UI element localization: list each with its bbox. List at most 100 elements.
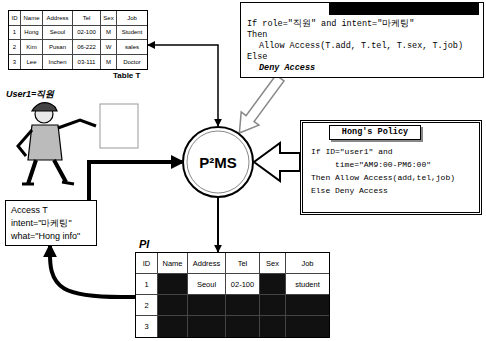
table-cell-text: student: [295, 280, 320, 289]
table-cell: Tel: [73, 11, 101, 26]
node-text: Table T: [113, 71, 140, 80]
table-cell: Hong: [21, 26, 43, 41]
user-hair: [32, 103, 57, 111]
user-feet: [22, 182, 74, 184]
table-cell-text: Kim: [26, 44, 36, 50]
table-cell: Tel: [226, 253, 260, 274]
table-cell: 1: [136, 274, 158, 295]
table-cell: sales: [117, 40, 147, 55]
node-text: Else Deny Access: [311, 184, 388, 197]
table-cell: 1: [9, 26, 21, 41]
table-cell: 02-100: [73, 26, 101, 41]
table-cell-text: Tel: [83, 15, 91, 21]
table-cell-text: Address: [193, 259, 221, 268]
user-legs: [28, 160, 66, 184]
table-cell: W: [101, 40, 117, 55]
connector-arrow: [89, 162, 182, 200]
table-cell: ID: [136, 253, 158, 274]
table-cell-text: 3: [13, 59, 16, 65]
table-cell: Address: [43, 11, 73, 26]
user-role-label: User1=직원: [6, 88, 54, 101]
node-text: P²MS: [199, 154, 237, 171]
table-cell: [286, 316, 329, 337]
result-table: ID 1 2 3 Name AddressSeoul Tel 02-100 Sex Job stud…: [135, 252, 330, 338]
table-cell: Name: [158, 253, 188, 274]
table-cell-text: 2: [144, 301, 148, 310]
table-cell: 2: [136, 295, 158, 316]
node-text: Access T: [11, 204, 48, 217]
table-cell: Student: [117, 26, 147, 41]
table-cell: [158, 295, 188, 316]
table-cell: ID: [9, 11, 21, 26]
node-text: Allow Access(T.add, T.tel, T.sex, T.job): [259, 41, 463, 52]
table-cell-text: Sex: [103, 15, 113, 21]
table-cell-text: Inchen: [48, 59, 66, 65]
table-cell-text: 1: [13, 29, 16, 35]
table-cell: Address: [188, 253, 226, 274]
table-cell: [226, 295, 260, 316]
table-cell: Doctor: [117, 55, 147, 70]
node-text: intent="마케팅": [11, 217, 72, 230]
label-slot: User1=직원: [6, 88, 54, 101]
table-cell: Seoul: [188, 274, 226, 295]
policy-heading: Hong's Policy: [329, 125, 421, 140]
user-arm: [18, 130, 32, 156]
table-cell: Inchen: [43, 55, 73, 70]
table-cell: student: [286, 274, 329, 295]
table-cell-text: Sex: [266, 259, 279, 268]
p2ms-circle: P²MS: [182, 126, 254, 198]
table-cell-text: ID: [12, 15, 18, 21]
node-text: Hong's Policy: [342, 126, 408, 139]
block-arrow: [254, 143, 300, 181]
role-policy-box: If role="직원" and intent="마케팅"ThenAllow A…: [240, 2, 484, 78]
table-cell: [188, 316, 226, 337]
table-cell: 02-100: [226, 274, 260, 295]
data-table: ID123NameHongKimLeeAddressSeoulPusanInch…: [8, 10, 148, 70]
table-cell: [286, 295, 329, 316]
table-cell-text: Pusan: [49, 44, 66, 50]
table-cell: Sex: [260, 253, 286, 274]
table-cell: [188, 295, 226, 316]
table-cell: Job: [286, 253, 329, 274]
node-text: Deny Access: [259, 63, 315, 74]
table-cell: Seoul: [43, 26, 73, 41]
table-cell: M: [101, 55, 117, 70]
node-text: Then Allow Access(add,tel,job): [311, 171, 455, 184]
user-policy-box: Hong's Policy If ID="user1" andtime="AM9:…: [300, 120, 482, 215]
request-panel: [100, 104, 138, 148]
node-text: time="AM9:00-PM6:00": [335, 158, 431, 171]
table-cell: Kim: [21, 40, 43, 55]
node-text: Else: [247, 52, 267, 63]
table-cell: Pusan: [43, 40, 73, 55]
node-text: what="Hong info": [11, 230, 80, 243]
table-cell: M: [101, 26, 117, 41]
table-cell: 3: [136, 316, 158, 337]
table-cell: [226, 316, 260, 337]
node-text: If ID="user1" and: [311, 145, 393, 158]
table-cell-text: ID: [143, 259, 151, 268]
table-cell-text: Job: [301, 259, 313, 268]
user-figure: [18, 103, 96, 184]
table-cell: [158, 316, 188, 337]
table-cell: [158, 274, 188, 295]
table-cell: 2: [9, 40, 21, 55]
table-cell-text: Hong: [24, 29, 38, 35]
table-cell: Job: [117, 11, 147, 26]
table-cell-text: Job: [127, 15, 137, 21]
connector-arrow: [148, 45, 218, 126]
connector-arrow: [50, 246, 135, 297]
table-cell: [260, 316, 286, 337]
table-cell: Sex: [101, 11, 117, 26]
request-box: Access Tintent="마케팅"what="Hong info": [5, 200, 97, 246]
table-cell: [260, 274, 286, 295]
table-cell-text: Seoul: [197, 280, 216, 289]
table-cell-text: 3: [144, 322, 148, 331]
table-cell: Name: [21, 11, 43, 26]
table-cell-text: Student: [122, 29, 143, 35]
redacted-title-bar: [329, 3, 479, 15]
table-cell-text: 02-100: [77, 29, 96, 35]
table-cell-text: 06-222: [77, 44, 96, 50]
table-cell-text: Name: [23, 15, 39, 21]
table-cell-text: 02-100: [231, 280, 254, 289]
table-cell: 03-111: [73, 55, 101, 70]
